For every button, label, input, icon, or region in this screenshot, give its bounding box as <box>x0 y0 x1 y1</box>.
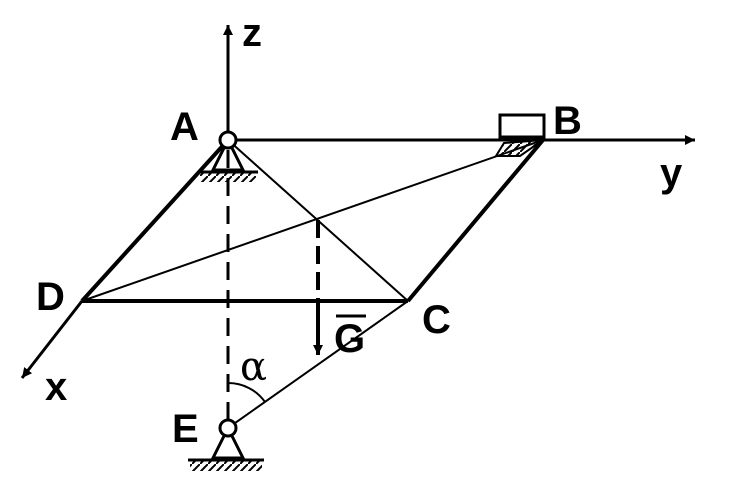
label-C: C <box>422 298 451 342</box>
x-axis <box>20 300 84 379</box>
label-G: G <box>334 317 365 361</box>
diagonal-DB <box>81 139 544 302</box>
label-alpha: α <box>240 344 267 390</box>
edge-CB <box>406 138 545 303</box>
label-A: A <box>170 105 199 149</box>
label-E: E <box>172 407 199 451</box>
label-y: y <box>660 151 683 195</box>
label-B: B <box>553 99 582 143</box>
angle-alpha-arc <box>227 381 266 403</box>
edge-AD <box>80 138 230 303</box>
bearing-B <box>494 113 547 157</box>
label-D: D <box>36 275 65 319</box>
label-z: z <box>242 11 262 55</box>
rod-CE <box>227 300 409 429</box>
label-x: x <box>45 365 67 409</box>
pin-support-A <box>198 130 258 182</box>
pin-support-E <box>188 418 264 471</box>
